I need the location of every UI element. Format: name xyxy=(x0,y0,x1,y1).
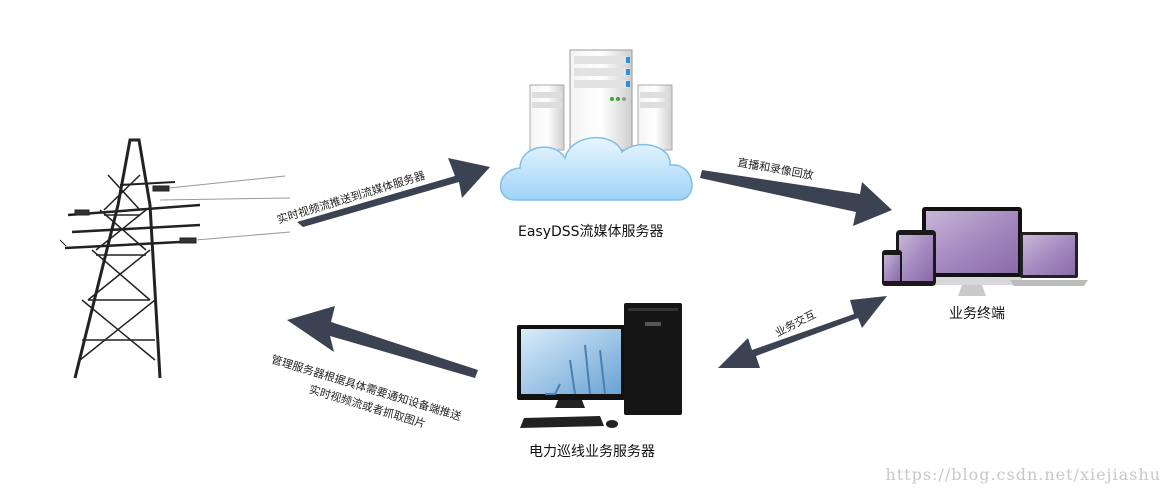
arrow-terminals-business xyxy=(718,296,887,368)
transmission-tower-icon xyxy=(59,138,291,379)
business-server-label: 电力巡线业务服务器 xyxy=(529,444,655,460)
terminal-devices-icon xyxy=(882,207,1088,296)
terminals-label: 业务终端 xyxy=(949,306,1005,322)
arrow-tower-to-streaming xyxy=(297,158,490,227)
streaming-server-label: EasyDSS流媒体服务器 xyxy=(518,224,664,240)
arrow-business-to-tower xyxy=(287,306,478,378)
streaming-server-cloud-icon xyxy=(499,49,693,201)
business-server-pc-icon xyxy=(517,303,682,428)
arrow-streaming-to-terminals xyxy=(700,170,892,226)
watermark: https://blog.csdn.net/xiejiashu xyxy=(885,465,1161,484)
